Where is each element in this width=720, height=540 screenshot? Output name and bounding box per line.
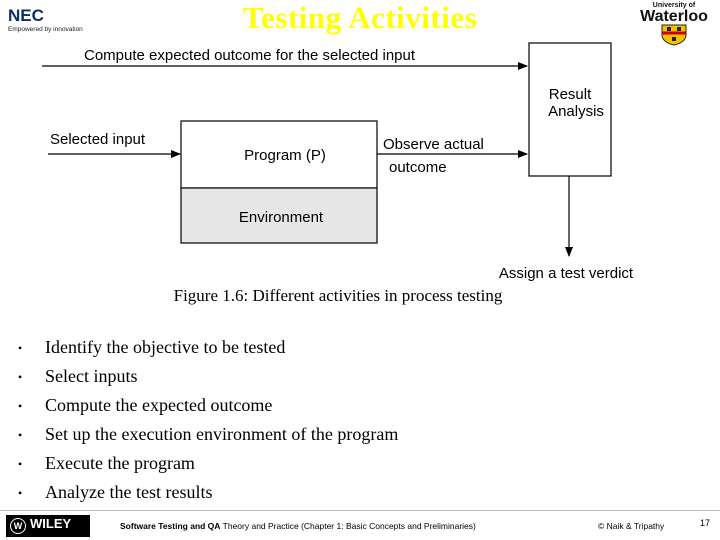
- page-number: 17: [700, 518, 711, 528]
- list-item-text: Analyze the test results: [45, 482, 213, 502]
- list-item: • Execute the program: [18, 451, 398, 480]
- nec-logo-tagline: Empowered by innovation: [8, 26, 83, 33]
- figure-caption: Figure 1.6: Different activities in proc…: [173, 286, 503, 305]
- list-item-text: Execute the program: [45, 453, 195, 473]
- waterloo-logo-wordmark: Waterloo: [640, 8, 708, 25]
- program-label: Program (P): [244, 147, 326, 164]
- wiley-logo: W WILEY: [6, 515, 90, 537]
- bullet-icon: •: [18, 486, 23, 500]
- bullet-icon: •: [18, 428, 23, 442]
- bullet-icon: •: [18, 457, 23, 471]
- process-testing-diagram: Compute expected outcome for the selecte…: [42, 42, 634, 282]
- wiley-mark-icon: W: [10, 518, 26, 534]
- list-item: • Identify the objective to be tested: [18, 335, 398, 364]
- result-analysis-box: [528, 42, 612, 177]
- footer-reference: Software Testing and QA Theory and Pract…: [120, 521, 476, 531]
- bullet-icon: •: [18, 399, 23, 413]
- activity-list: • Identify the objective to be tested • S…: [18, 335, 398, 509]
- bullet-icon: •: [18, 341, 23, 355]
- list-item-text: Select inputs: [45, 366, 138, 386]
- list-item: • Analyze the test results: [18, 480, 398, 509]
- observe-label-line1: Observe actual: [383, 136, 484, 153]
- nec-logo-wordmark: NEC: [8, 6, 44, 25]
- program-box: [180, 120, 378, 189]
- footer-copyright: © Naik & Tripathy: [598, 521, 665, 531]
- observe-label-line2: outcome: [389, 159, 447, 176]
- list-item: • Select inputs: [18, 364, 398, 393]
- compute-label: Compute expected outcome for the selecte…: [84, 47, 416, 64]
- nec-logo: NEC Empowered by innovation: [8, 7, 83, 33]
- list-item: • Compute the expected outcome: [18, 393, 398, 422]
- wiley-wordmark: WILEY: [30, 516, 72, 531]
- list-item-text: Set up the execution environment of the …: [45, 424, 399, 444]
- result-analysis-label-line1: Result: [549, 86, 592, 103]
- waterloo-logo: University of Waterloo: [634, 2, 714, 51]
- environment-box: [180, 187, 378, 244]
- footer-reference-title: Software Testing and QA: [120, 521, 221, 531]
- selected-input-label: Selected input: [50, 131, 146, 148]
- waterloo-logo-small-text: University of: [652, 2, 696, 9]
- list-item: • Set up the execution environment of the…: [18, 422, 398, 451]
- result-analysis-label-line2: Analysis: [548, 103, 604, 120]
- bullet-icon: •: [18, 370, 23, 384]
- environment-label: Environment: [239, 209, 324, 226]
- slide-title: Testing Activities: [242, 0, 478, 35]
- list-item-text: Identify the objective to be tested: [45, 337, 286, 357]
- footer-reference-subtitle: Theory and Practice (Chapter 1: Basic Co…: [220, 521, 476, 531]
- waterloo-crest-icon: [661, 24, 687, 46]
- verdict-label: Assign a test verdict: [499, 265, 634, 282]
- footer-divider: [0, 510, 720, 511]
- list-item-text: Compute the expected outcome: [45, 395, 273, 415]
